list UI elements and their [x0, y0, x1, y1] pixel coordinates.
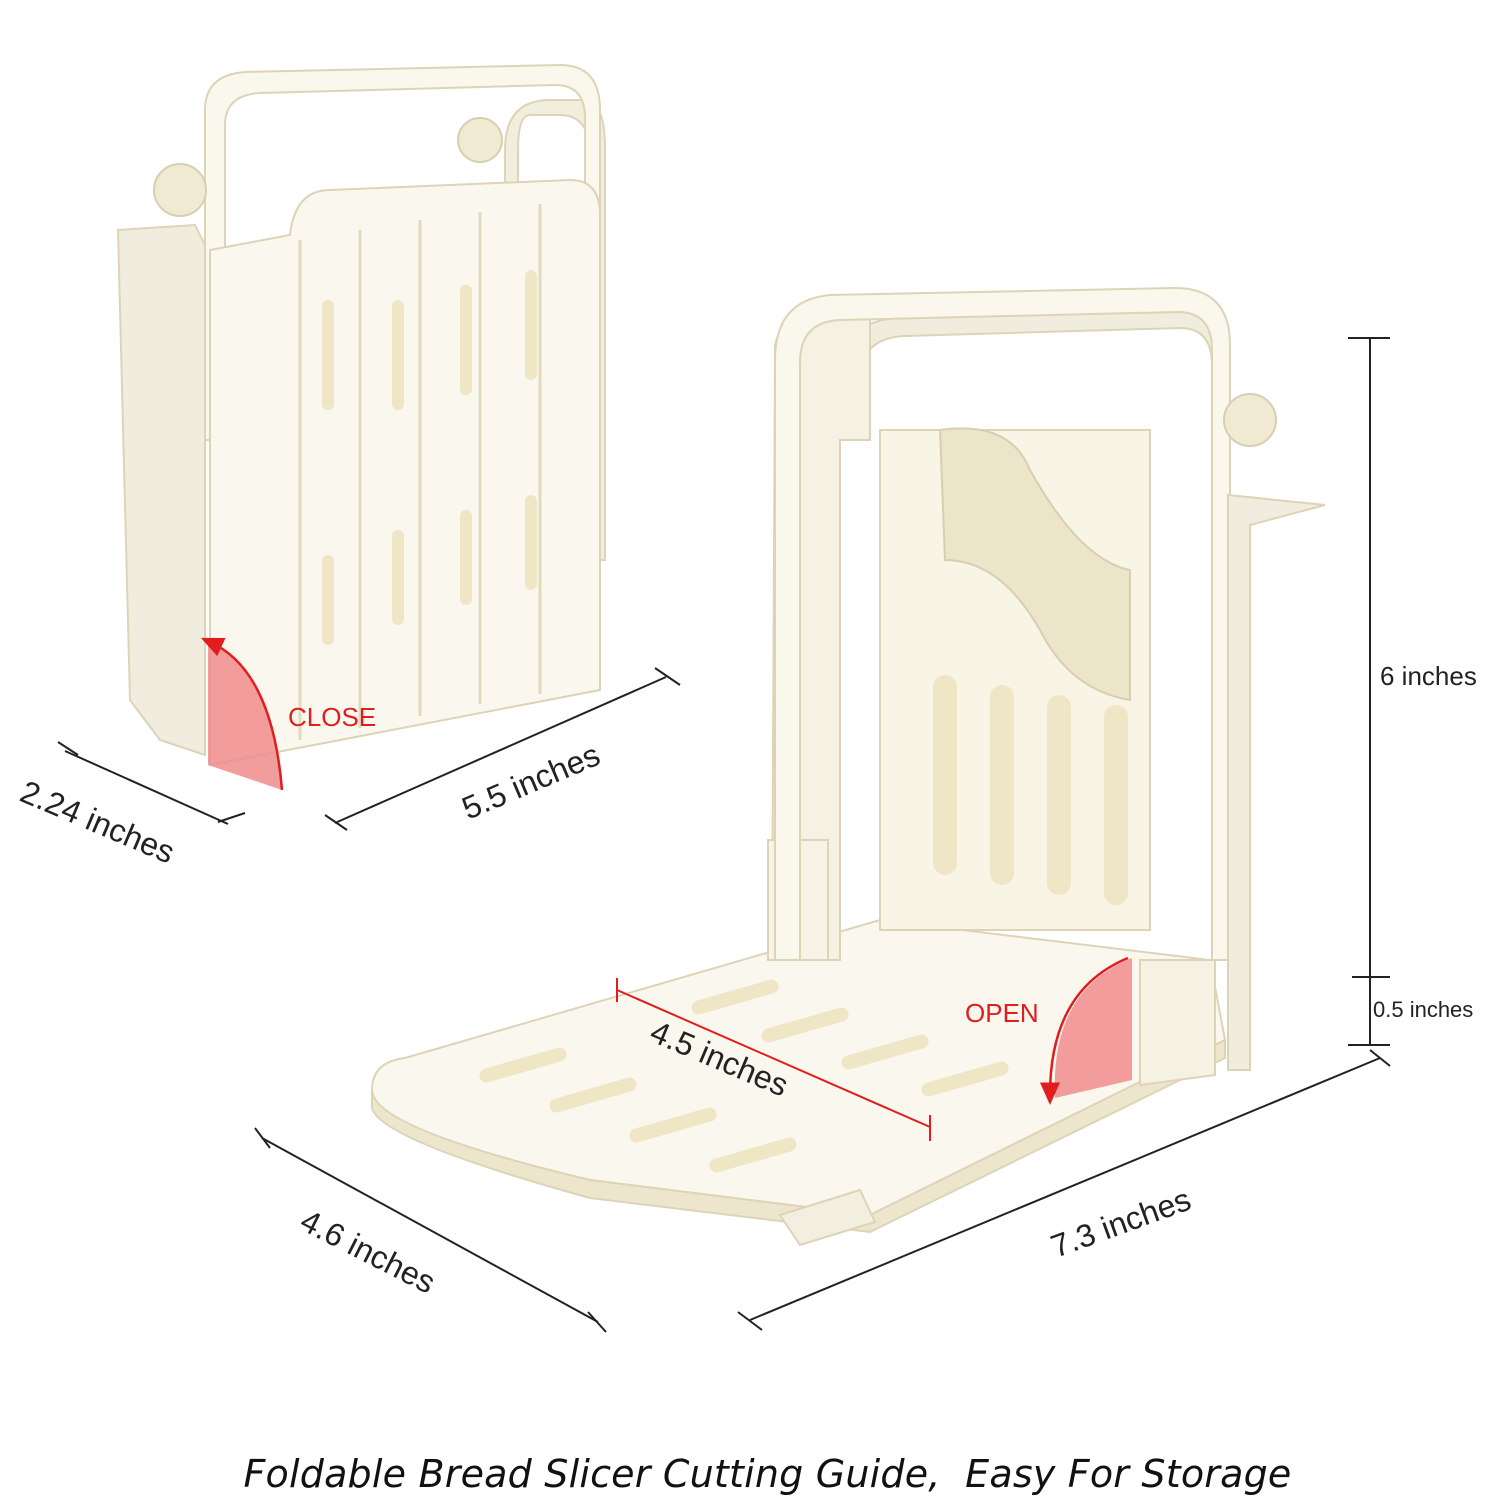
- closed-fold-wedge: [208, 640, 282, 790]
- open-slicer: OPEN: [370, 286, 1326, 1247]
- open-knob: [1223, 393, 1277, 447]
- open-base-slots: [479, 979, 1009, 1173]
- closed-width-label: 5.5 inches: [457, 736, 605, 826]
- open-right-block: [1227, 493, 1326, 1071]
- open-fold-arrow: [1040, 956, 1129, 1105]
- closed-fold-arrow: [200, 637, 284, 791]
- slot-width-dimension: [616, 978, 931, 1141]
- open-label: OPEN: [965, 998, 1039, 1028]
- base-length-label: 7.3 inches: [1046, 1181, 1195, 1265]
- open-panel-slots: [933, 675, 1128, 905]
- open-base-plate-edge: [371, 1038, 1226, 1234]
- closed-panel-slots: [322, 270, 537, 645]
- height-dimension: [1348, 337, 1390, 1046]
- open-handle-back: [839, 308, 1231, 441]
- base-height-label: 0.5 inches: [1373, 997, 1473, 1022]
- closed-knob-right: [457, 117, 503, 163]
- closed-slicer: CLOSE: [116, 63, 606, 791]
- closed-depth-label: 2.24 inches: [15, 773, 180, 870]
- open-panel-cutout: [938, 427, 1131, 702]
- closed-dimension-lines: [57, 667, 681, 831]
- open-right-foot: [1139, 959, 1216, 1087]
- product-caption: Foldable Bread Slicer Cutting Guide, Eas…: [243, 1452, 1292, 1496]
- closed-slotted-panel: [209, 178, 601, 767]
- height-label: 6 inches: [1380, 661, 1477, 691]
- open-front-tab: [778, 1188, 877, 1247]
- closed-side-block: [116, 223, 206, 757]
- closed-panel-ribs: [298, 204, 542, 740]
- base-dimension-lines: [254, 1049, 1391, 1333]
- open-fold-wedge: [1054, 958, 1132, 1098]
- base-depth-label: 4.6 inches: [295, 1202, 441, 1300]
- closed-knob-left: [153, 163, 207, 217]
- close-label: CLOSE: [288, 702, 376, 732]
